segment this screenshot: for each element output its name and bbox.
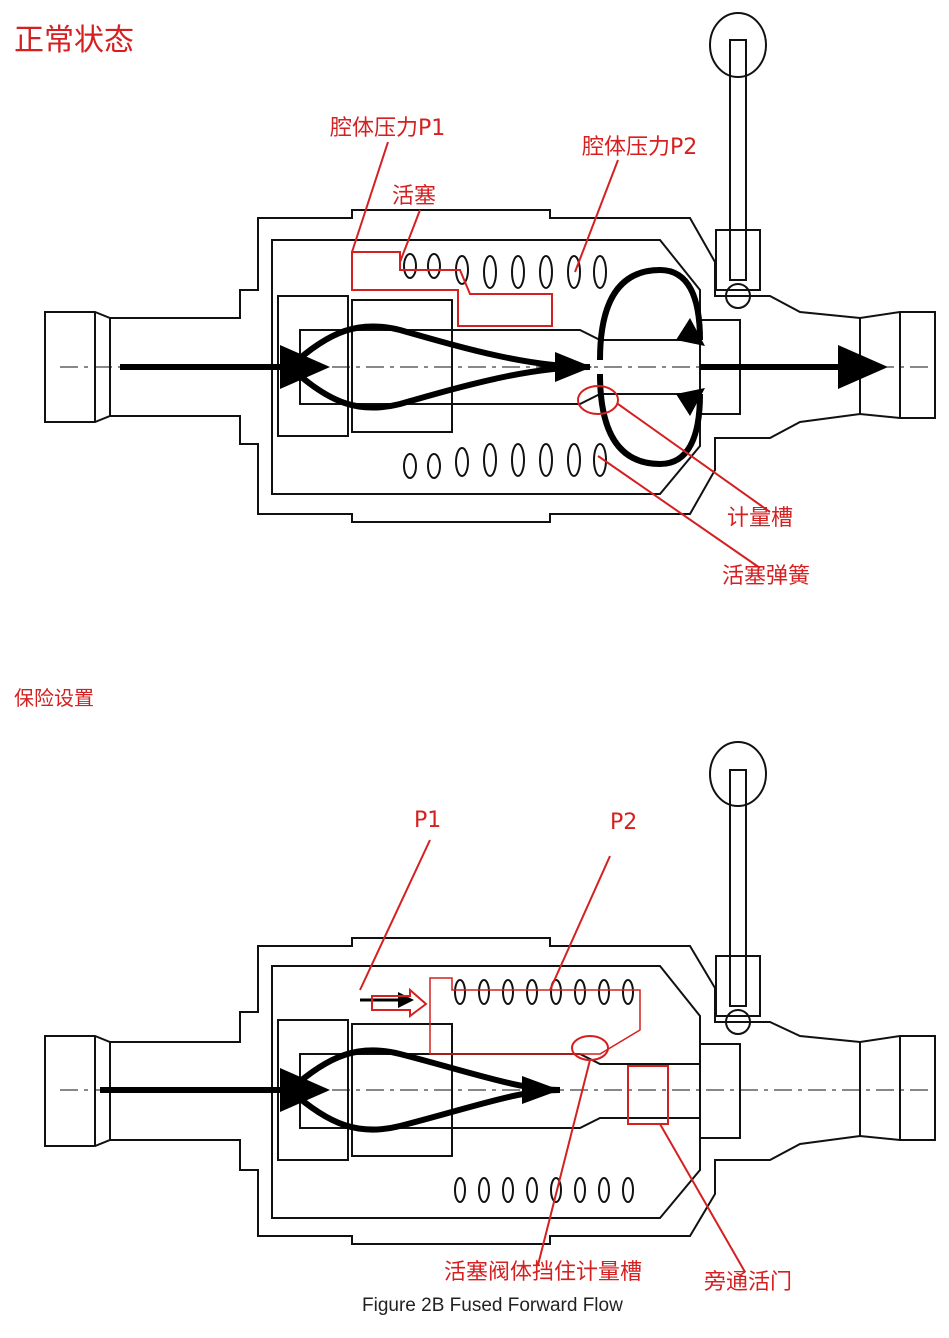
label-metering-groove: 计量槽 — [727, 506, 794, 531]
label-chamber-pressure-p1: 腔体压力P1 — [330, 116, 446, 141]
label-bypass-valve: 旁通活门 — [704, 1270, 793, 1295]
flow-paths — [100, 998, 561, 1133]
top-heading: 正常状态 — [14, 23, 134, 58]
piston-spring-bottom — [403, 443, 607, 479]
metering-groove-marker — [571, 1035, 609, 1061]
bypass-valve-marker — [627, 1065, 669, 1125]
inlet-flow-arrow — [280, 1068, 330, 1112]
label-p1: P1 — [414, 808, 442, 833]
piston-outline — [429, 977, 641, 1055]
valve-body — [271, 965, 701, 1219]
valve-body — [271, 239, 701, 495]
label-piston: 活塞 — [392, 184, 437, 209]
label-piston-spring: 活塞弹簧 — [722, 564, 811, 589]
piston-spring-bottom — [454, 1177, 634, 1203]
inlet-pipe — [44, 209, 936, 523]
bottom-valve-diagram — [44, 741, 936, 1273]
label-chamber-pressure-p2: 腔体压力P2 — [582, 135, 698, 160]
top-valve-diagram — [44, 12, 936, 569]
figure-caption: Figure 2B Fused Forward Flow — [362, 1295, 623, 1316]
piston-outline — [351, 251, 553, 327]
manual-handle — [709, 741, 767, 1035]
piston-spring-top — [454, 979, 634, 1005]
label-p2: P2 — [610, 810, 638, 835]
metering-groove-marker — [577, 385, 619, 415]
inlet-pipe — [44, 937, 936, 1245]
flow-paths — [120, 266, 840, 468]
bottom-heading: 保险设置 — [14, 686, 94, 710]
outlet-flow-arrow — [838, 345, 888, 389]
label-blocked-metering-groove: 活塞阀体挡住计量槽 — [444, 1260, 643, 1285]
inlet-flow-arrow — [280, 345, 330, 389]
manual-handle — [709, 12, 767, 309]
